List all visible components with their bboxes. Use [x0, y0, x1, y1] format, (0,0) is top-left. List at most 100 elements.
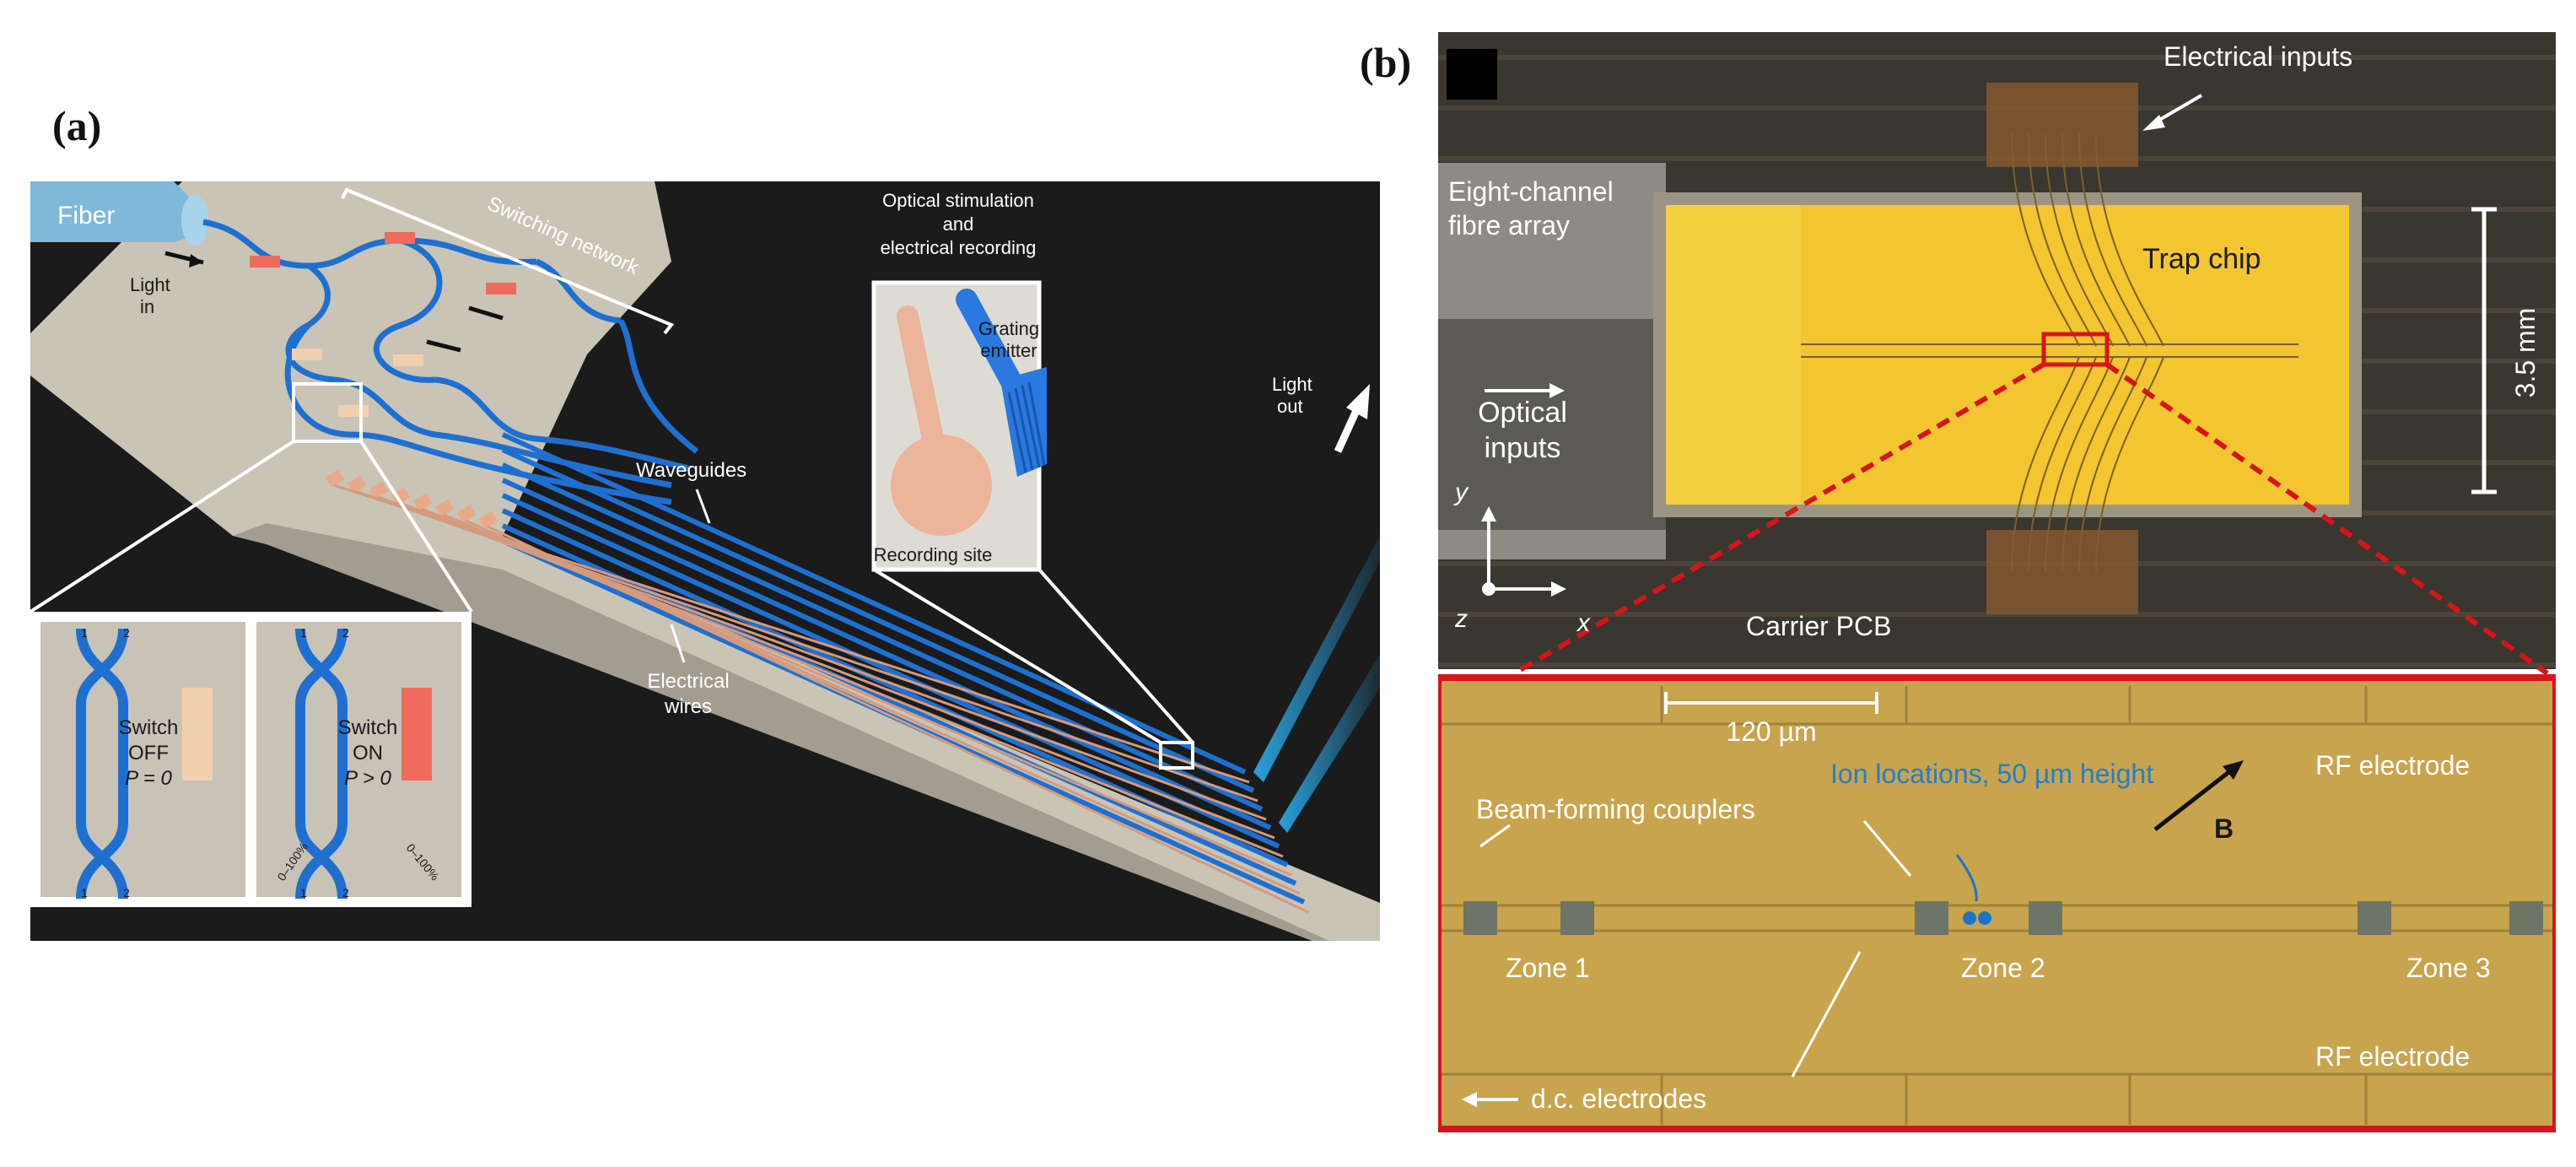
rf-electrode-bottom-label: RF electrode [2315, 1041, 2470, 1072]
arrow-head [1462, 1092, 1477, 1107]
axis-z-label: z [1454, 605, 1468, 633]
flow-arrow [468, 305, 504, 321]
zone-3-label: Zone 3 [2406, 953, 2491, 983]
fiber [30, 181, 199, 242]
electrical-inputs-label: Electrical inputs [2164, 41, 2352, 72]
trap-zone-box [2041, 332, 2110, 367]
arrow-head [189, 254, 203, 267]
dc-electrodes-label: d.c. electrodes [1531, 1083, 1706, 1114]
waveguides-pointer [695, 489, 711, 524]
wirebond-top [1986, 83, 2138, 167]
port-label: 2 [123, 886, 130, 900]
zoom-box-grating [1159, 741, 1194, 770]
port-label: 2 [342, 626, 349, 640]
wirebond-bottom [1986, 530, 2138, 614]
contact-pads [325, 469, 498, 529]
arrow-head [1549, 383, 1565, 398]
switch-heater-off [182, 688, 213, 781]
coupler-pointer [1479, 824, 1511, 848]
zoom-box-switch [292, 382, 363, 443]
zone-1-label: Zone 1 [1506, 953, 1590, 983]
flow-arrow [426, 339, 461, 353]
zone-2-label: Zone 2 [1961, 953, 2045, 983]
fiber-end [181, 195, 208, 246]
beam-forming-couplers [1463, 901, 2543, 935]
waveguides-label: Waveguides [636, 459, 746, 482]
port-label: 1 [81, 886, 88, 900]
b-field-arrow [2153, 769, 2233, 831]
light-out-arrow [1334, 403, 1363, 453]
arrow-head [1551, 581, 1566, 597]
trap-chip-label: Trap chip [2142, 243, 2261, 275]
scale-3p5mm-label: 3.5 mm [2510, 308, 2541, 398]
arrow-head [1481, 506, 1496, 521]
scale-120um-label: 120 µm [1726, 716, 1816, 747]
axis-z [1482, 582, 1495, 596]
recording-site-label: Recording site [874, 544, 993, 565]
electrical-wires-bundle [333, 484, 1309, 914]
wires-pointer [670, 624, 686, 663]
zoom-dashed-right [2105, 362, 2549, 676]
light-out-beam [1253, 536, 1380, 782]
recording-site-stem [897, 305, 944, 450]
light-out-beam [1279, 654, 1380, 833]
heater [486, 283, 516, 294]
chip-edge [233, 523, 1329, 941]
axis-y-label: y [1453, 478, 1469, 506]
port-label: 2 [123, 626, 130, 640]
zoom-dashed-left [1512, 362, 2045, 676]
beam-forming-label: Beam-forming couplers [1476, 794, 1755, 824]
grating-emitter-waveguide [956, 289, 1028, 403]
heater [250, 256, 280, 267]
panel-a-label: (a) [52, 102, 102, 149]
fibre-array-dark [1438, 319, 1666, 530]
rf-electrode-top-label: RF electrode [2315, 750, 2470, 781]
b-field-label: B [2214, 813, 2234, 844]
switch-heater-on [401, 688, 432, 781]
heater [338, 405, 369, 417]
grating-lines [1007, 381, 1046, 473]
zoom-line [30, 440, 473, 613]
axis-x-label: x [1576, 609, 1591, 637]
port-label: 1 [300, 886, 307, 900]
switching-network [202, 219, 699, 505]
scale-bar-3p5mm [2471, 207, 2497, 494]
fiber-label: Fiber [57, 202, 115, 230]
port-label: 1 [300, 626, 307, 640]
zoom-line [872, 568, 1194, 744]
chip-substrate [30, 181, 1380, 941]
recording-site [891, 435, 992, 536]
coupler-pointer [1862, 820, 1912, 877]
trap-chip-left [1666, 205, 1801, 505]
ion [1978, 911, 1991, 925]
arrow-head [2223, 760, 2244, 780]
heater [385, 232, 415, 244]
scale-bar-120um [1664, 692, 1878, 714]
arrow-head [2142, 115, 2165, 131]
carrier-pcb-label: Carrier PCB [1746, 611, 1891, 641]
ion [1963, 911, 1976, 925]
heater [292, 348, 322, 360]
switching-network-bracket [341, 187, 675, 335]
ion-locations-label: Ion locations, 50 µm height [1830, 759, 2153, 789]
dc-pointer [1791, 951, 1862, 1078]
arrow-head [1346, 384, 1370, 419]
panel-b-label: (b) [1360, 39, 1412, 86]
switch-waveguides [76, 628, 348, 900]
port-label: 2 [342, 886, 349, 900]
port-label: 1 [81, 626, 88, 640]
ion-pointer [1955, 854, 1978, 902]
black-box [1447, 49, 1497, 100]
heater [393, 354, 423, 366]
